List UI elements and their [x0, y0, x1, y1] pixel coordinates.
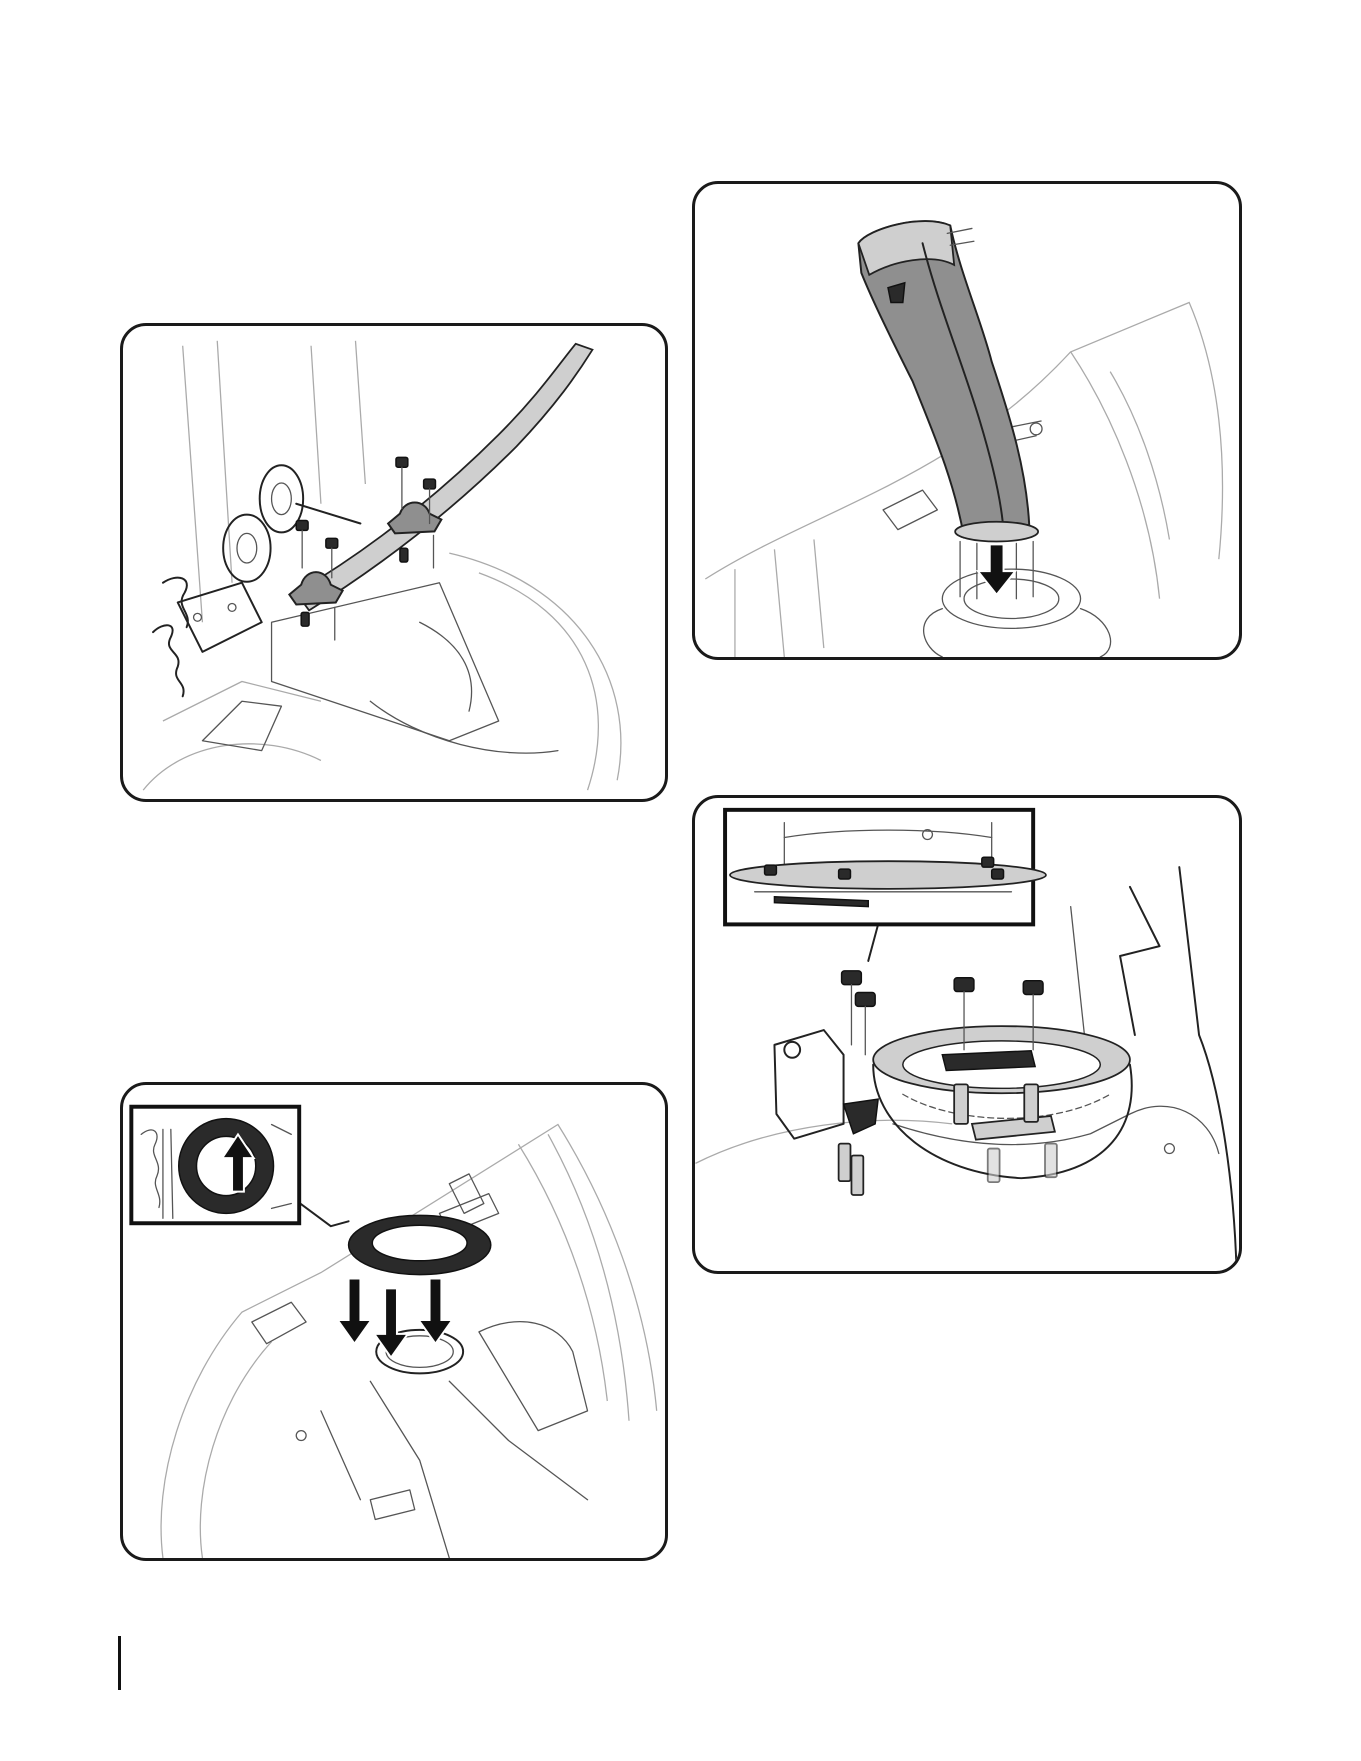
figure-chute-install	[692, 181, 1242, 660]
chute-install-illustration	[695, 184, 1239, 657]
flange-ring-illustration	[123, 1085, 665, 1558]
figure-flange-keeper-fasteners	[692, 795, 1242, 1274]
figure-chute-crank-bracket	[120, 323, 668, 802]
chute-crank-illustration	[123, 326, 665, 799]
down-arrow-icon	[338, 1279, 372, 1344]
down-arrow-icon	[374, 1288, 408, 1357]
figure-flange-ring-placement	[120, 1082, 668, 1561]
page-margin-rule	[118, 1636, 121, 1690]
flange-keeper-illustration	[695, 798, 1239, 1271]
